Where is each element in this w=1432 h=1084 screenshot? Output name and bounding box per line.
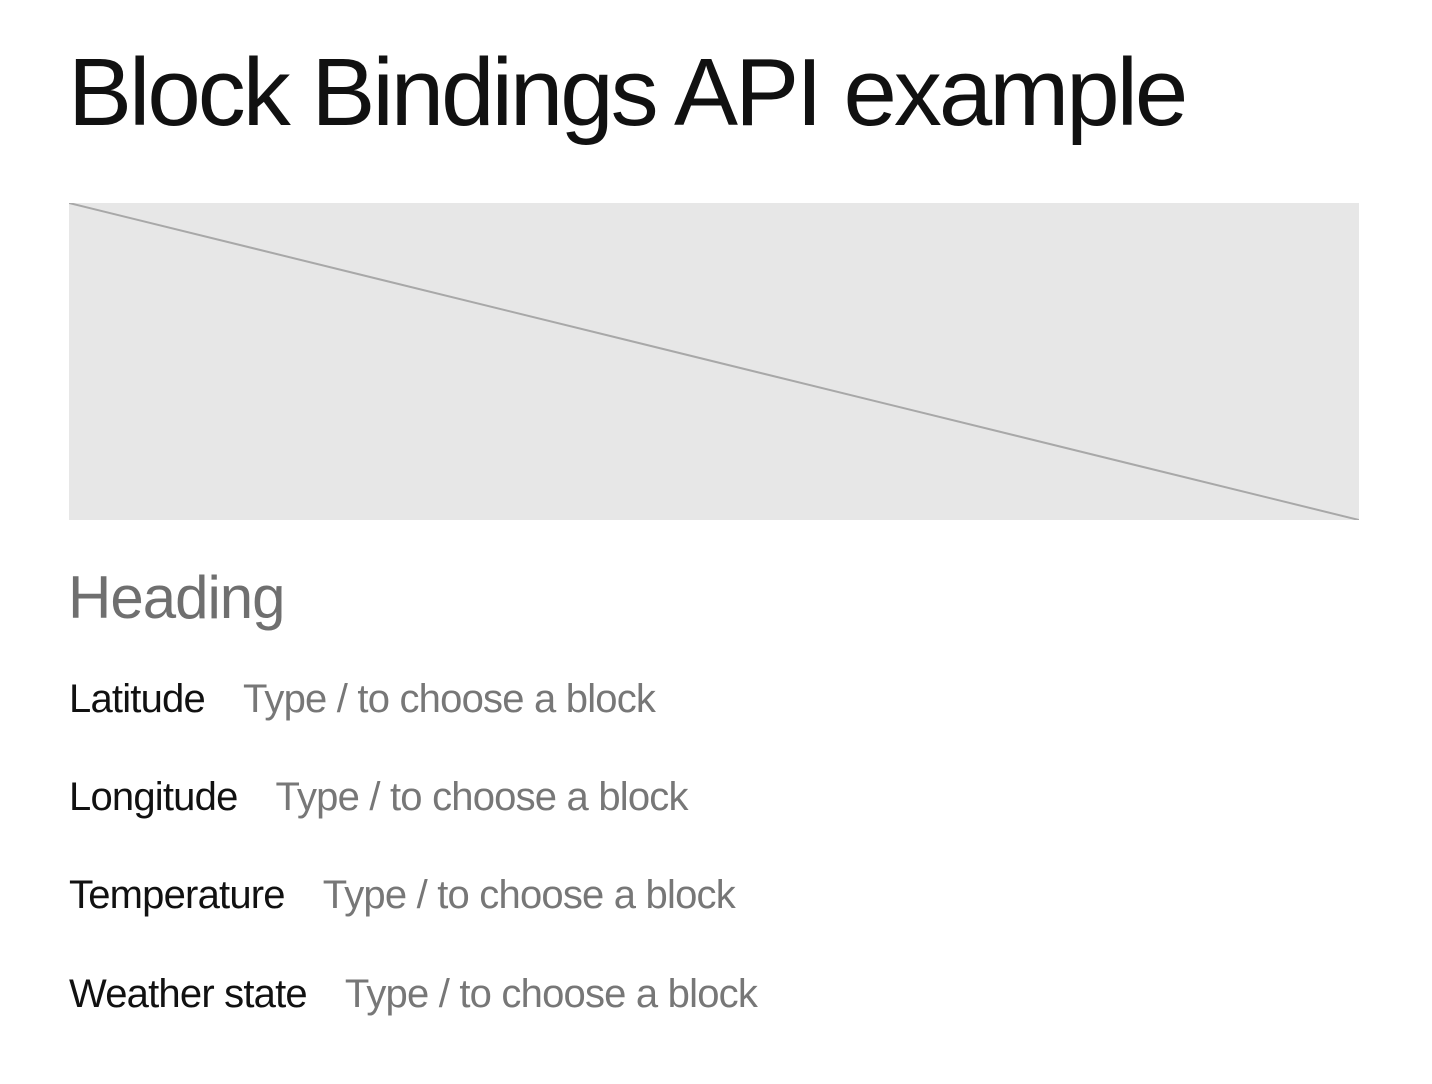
field-label-longitude: Longitude	[69, 775, 238, 819]
field-row-weather-state: Weather state Type / to choose a block	[69, 969, 758, 1019]
field-row-temperature: Temperature Type / to choose a block	[69, 870, 736, 920]
heading-block-placeholder[interactable]: Heading	[68, 564, 286, 631]
page-title[interactable]: Block Bindings API example	[68, 39, 1188, 146]
field-label-weather-state: Weather state	[69, 972, 308, 1016]
field-label-latitude: Latitude	[69, 677, 206, 721]
field-row-latitude: Latitude Type / to choose a block	[69, 674, 656, 724]
field-row-longitude: Longitude Type / to choose a block	[69, 772, 689, 822]
paragraph-placeholder-temperature[interactable]: Type / to choose a block	[322, 873, 736, 917]
paragraph-placeholder-longitude[interactable]: Type / to choose a block	[275, 775, 689, 819]
image-block-placeholder[interactable]	[69, 203, 1359, 520]
paragraph-placeholder-latitude[interactable]: Type / to choose a block	[242, 677, 656, 721]
field-label-temperature: Temperature	[69, 873, 286, 917]
image-placeholder-icon	[69, 203, 1359, 520]
paragraph-placeholder-weather-state[interactable]: Type / to choose a block	[344, 972, 758, 1016]
